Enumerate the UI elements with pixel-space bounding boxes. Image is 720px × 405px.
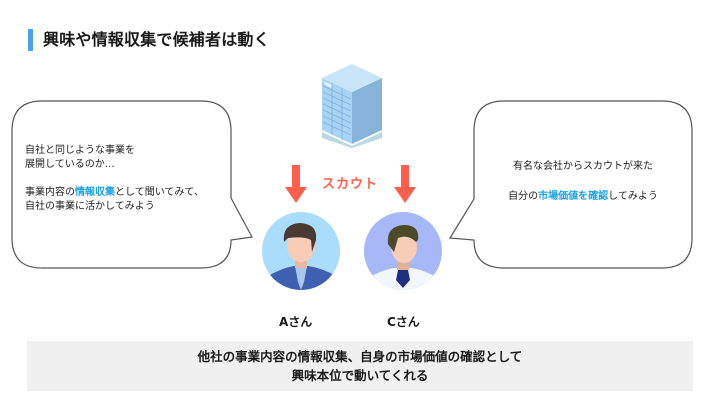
office-building-icon [322,64,382,148]
person-avatar-icon [364,212,442,290]
highlight-text: 情報収集 [75,187,115,198]
speech-bubble-right [448,100,693,269]
person-name: Cさん [387,315,420,329]
bubble-right-line: 自分の市場価値を確認してみよう [474,190,692,204]
text-span: 事業内容の [25,187,75,198]
person-avatar-icon [262,212,340,290]
summary-line: 他社の事業内容の情報収集、自身の市場価値の確認として [197,349,523,364]
bubble-left-line: 自社の事業に活かしてみよう [25,201,155,212]
page-title: 興味や情報収集で候補者は動く [43,30,270,49]
arrow-down-icon [394,165,416,203]
arrow-down-icon [285,165,307,203]
summary-line: 興味本位で動いてくれる [291,368,429,383]
bubble-left-text: 自社と同じような事業を 展開しているのか… 事業内容の情報収集として聞いてみて、… [25,144,204,214]
bubble-left-line: 展開しているのか… [25,159,115,170]
bubble-right-text: 有名な会社からスカウトが来た 自分の市場価値を確認してみよう [474,160,692,204]
title-accent-bar [28,29,33,51]
bubble-right-line: 有名な会社からスカウトが来た [513,161,653,172]
person-name: Aさん [279,315,313,329]
bubble-left-line: 事業内容の情報収集として聞いてみて、 [25,186,204,200]
text-span: として聞いてみて、 [115,187,204,198]
text-span: してみよう [608,191,658,202]
scout-label: スカウト [322,177,379,192]
text-span: 自分の [508,191,539,202]
highlight-text: 市場価値を確認 [538,191,609,202]
summary-panel: 他社の事業内容の情報収集、自身の市場価値の確認として 興味本位で動いてくれる [27,341,693,391]
speech-bubble-left [11,100,253,269]
bubble-left-line: 自社と同じような事業を [25,145,135,156]
